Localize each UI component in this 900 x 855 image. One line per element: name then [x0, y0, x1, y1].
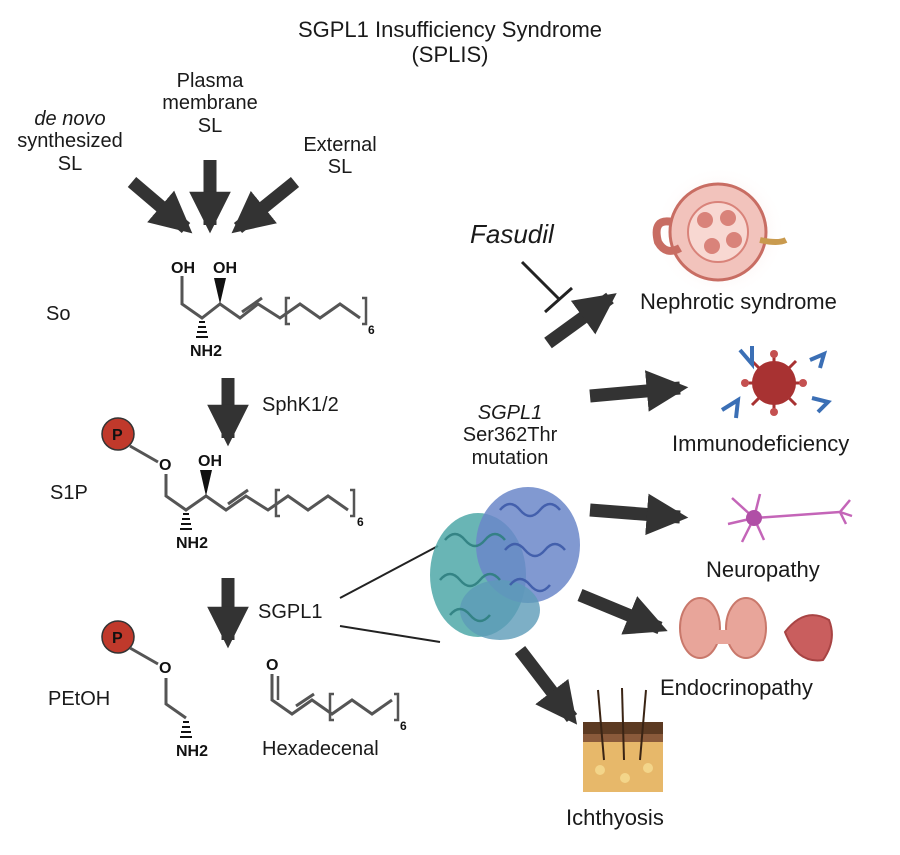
external-line2: SL — [327, 156, 353, 179]
label-immuno: Immunodeficiency — [672, 431, 850, 456]
petoh-phosphate-label: P — [112, 630, 123, 647]
s1p-structure: P O OH NH2 6 — [101, 417, 364, 552]
sgpl1-link-line-upper — [339, 545, 439, 599]
arrow-to-immuno — [589, 370, 689, 412]
de-novo-line3: SL — [57, 152, 83, 175]
petoh-nh2-label: NH2 — [176, 743, 208, 760]
phenotype-arrows — [514, 292, 689, 725]
source-external: External SL — [285, 134, 395, 179]
label-hexadecenal: Hexadecenal — [262, 738, 379, 760]
neuron-illustration — [727, 493, 853, 543]
s1p-oxygen-label: O — [159, 457, 171, 474]
label-endocrinopathy: Endocrinopathy — [660, 675, 813, 700]
fasudil-inhibition — [520, 260, 573, 314]
label-petoh: PEtOH — [48, 688, 111, 710]
plasma-line1: Plasma — [176, 70, 244, 92]
hexadecenal-structure: O 6 — [266, 657, 407, 733]
label-sgpl1: SGPL1 — [258, 601, 323, 623]
plasma-line2: membrane — [162, 92, 258, 115]
hexadecenal-oxygen-label: O — [266, 657, 278, 674]
arrow-to-ichthyosis — [514, 646, 578, 725]
arrow-to-nephrotic — [544, 292, 617, 349]
label-so: So — [46, 303, 71, 325]
source-de-novo: de novo synthesized SL — [0, 108, 140, 175]
so-oh1-label: OH — [171, 260, 195, 277]
immune-illustration — [720, 346, 832, 419]
s1p-oh-label: OH — [198, 453, 222, 470]
so-repeat-label: 6 — [368, 323, 375, 337]
s1p-repeat-label: 6 — [357, 515, 364, 529]
mutation-gene: SGPL1 — [477, 402, 543, 424]
source-plasma-membrane: Plasma membrane SL — [145, 70, 275, 137]
petoh-structure: P O NH2 — [101, 620, 208, 760]
label-mutation: SGPL1 Ser362Thr mutation — [440, 402, 580, 469]
hexadecenal-repeat-label: 6 — [400, 719, 407, 733]
diagram-title: SGPL1 Insufficiency Syndrome (SPLIS) — [230, 17, 670, 67]
s1p-nh2-label: NH2 — [176, 535, 208, 552]
label-neuropathy: Neuropathy — [706, 557, 820, 582]
petoh-oxygen-label: O — [159, 660, 171, 677]
mutation-line2: Ser362Thr — [462, 424, 558, 447]
label-fasudil: Fasudil — [470, 219, 554, 249]
s1p-phosphate — [101, 417, 135, 451]
de-novo-italic: de novo — [34, 108, 106, 130]
label-s1p: S1P — [50, 482, 88, 504]
de-novo-line2: synthesized — [17, 130, 123, 153]
label-sphk: SphK1/2 — [262, 394, 339, 416]
petoh-phosphate — [101, 620, 135, 654]
arrow-to-neuropathy — [589, 493, 689, 536]
title-line2: (SPLIS) — [411, 41, 489, 67]
title-line1: SGPL1 Insufficiency Syndrome — [297, 17, 603, 42]
arrow-de-novo — [127, 177, 193, 234]
mutation-line3: mutation — [471, 446, 549, 469]
source-arrows — [127, 160, 300, 234]
label-ichthyosis: Ichthyosis — [566, 805, 664, 830]
endocrine-illustration — [679, 597, 833, 662]
so-oh2-label: OH — [213, 260, 237, 277]
sgpl1-protein-structure — [430, 487, 580, 640]
skin-illustration — [583, 687, 663, 792]
sgpl1-link-line-lower — [339, 625, 441, 643]
arrow-external — [231, 176, 300, 234]
external-line1: External — [303, 134, 377, 156]
s1p-phosphate-label: P — [112, 427, 123, 444]
plasma-line3: SL — [197, 114, 223, 137]
so-nh2-label: NH2 — [190, 343, 222, 360]
so-structure: OH OH NH2 6 — [171, 260, 375, 360]
label-nephrotic: Nephrotic syndrome — [640, 289, 837, 314]
arrow-to-endocrinopathy — [577, 588, 668, 635]
kidney-illustration — [652, 166, 788, 298]
